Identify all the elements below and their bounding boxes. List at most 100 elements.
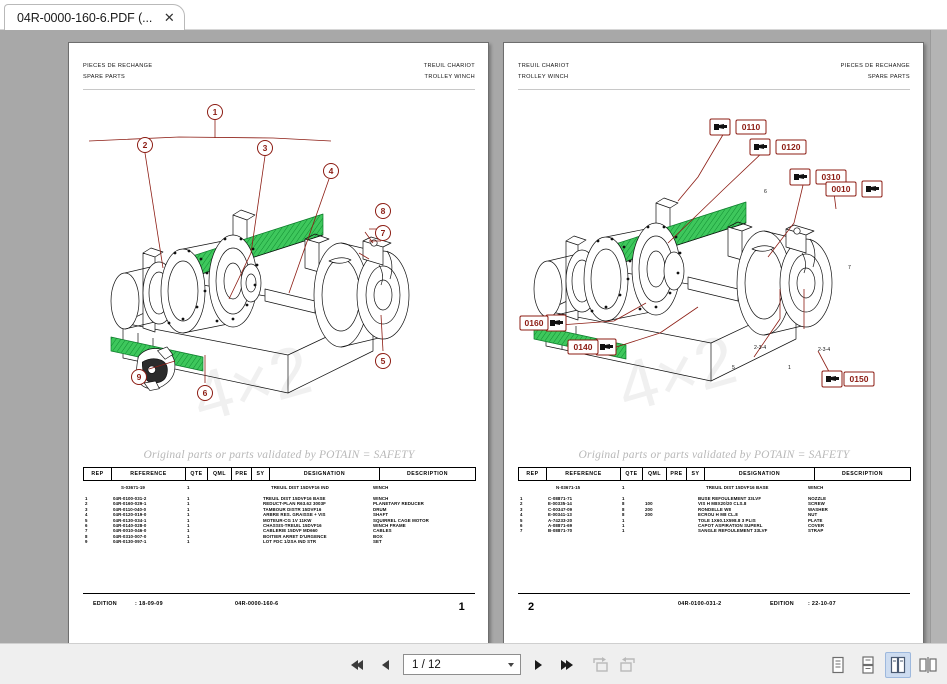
table-row: 8 04R-0310-007-0 1 BOITIER ARRET D'URGEN… — [83, 534, 475, 539]
svg-text:5: 5 — [381, 356, 386, 366]
cell-reference: 04R-0160-029-1 — [113, 501, 147, 507]
page-header: TREUIL CHARIOT TROLLEY WINCH PIECES DE R… — [518, 61, 910, 82]
header-line: TROLLEY WINCH — [424, 73, 475, 80]
cell-qte: 8 — [622, 506, 625, 512]
cell-designation: VIS H M8X20/20 CLS.8 — [698, 501, 747, 507]
cell-description: SHAFT — [373, 512, 389, 518]
cell-description: WASHER — [808, 506, 828, 512]
page-number-input[interactable]: 1 / 12 — [403, 654, 521, 675]
tag-label: 0110 — [742, 122, 761, 132]
cell-rep: 6 — [85, 522, 88, 528]
table-row: 4 04R-0120-019-0 1 ARBRE RES. GRAISSE + … — [83, 512, 475, 517]
header-line: TREUIL CHARIOT — [423, 63, 475, 69]
safety-tagline: Original parts or parts validated by POT… — [578, 449, 850, 461]
toolbar-corner — [929, 644, 947, 684]
close-icon[interactable]: ✕ — [163, 10, 175, 25]
table-title-row: N-03671-15 1 TREUIL DIST 15DVF16 BASE WI… — [518, 485, 910, 496]
next-page-button[interactable] — [527, 654, 549, 676]
tab-document[interactable]: 04R-0000-160-6.PDF (... ✕ — [4, 4, 186, 30]
rotate-counter-clockwise-button[interactable] — [617, 654, 639, 676]
cell-designation: CAPOT ASPIRATION SUPERL — [698, 522, 763, 528]
view-book-button[interactable] — [915, 652, 941, 678]
col-reference: REFERENCE — [111, 467, 186, 481]
table-row: 3 04R-0110-040-0 1 TAMBOUR DISTR 15DVF16… — [83, 507, 475, 512]
pdf-page-1[interactable]: PIECES DE RECHANGE SPARE PARTS TREUIL CH… — [68, 42, 489, 646]
cell-description: PLATE — [808, 517, 823, 523]
header-right-block: TREUIL CHARIOT TROLLEY WINCH — [424, 61, 475, 82]
table-title-row: S-03671-19 1 TREUIL DIST 15DVF16 IND WIN… — [83, 485, 475, 496]
parts-table: REP REFERENCE QTE QML PRE SY DESIGNATION… — [518, 467, 911, 481]
bottom-toolbar: 1 / 12 — [0, 643, 947, 684]
cell-rep: 5 — [85, 517, 88, 523]
edition-value: : 22-10-07 — [808, 601, 836, 607]
document-viewport[interactable]: PIECES DE RECHANGE SPARE PARTS TREUIL CH… — [0, 30, 947, 646]
cell-designation: BOITIER ARRET D'URGENCE — [263, 533, 327, 539]
header-line: SPARE PARTS — [867, 73, 910, 80]
parts-table-header-row: REP REFERENCE QTE QML PRE SY DESIGNATION… — [83, 467, 476, 481]
cell-reference: C-00347-09 — [548, 506, 573, 512]
svg-text:7: 7 — [381, 228, 386, 238]
cell-rep: 9 — [85, 539, 88, 545]
cell-qte: 8 — [622, 501, 625, 507]
chevron-down-icon[interactable] — [508, 662, 514, 667]
first-page-button[interactable] — [347, 654, 369, 676]
table-row: 7 04R-0010-046-0 1 CABLERIE 15DVF MD660 … — [83, 528, 475, 533]
cell-qte: 1 — [187, 528, 190, 534]
cell-qte: 8 — [622, 512, 625, 518]
svg-text:3: 3 — [263, 143, 268, 153]
cell-description: WINCH FRAME — [373, 522, 406, 528]
pdf-page-2[interactable]: TREUIL CHARIOT TROLLEY WINCH PIECES DE R… — [503, 42, 924, 646]
technical-drawing-tagged-view: 4×2 — [518, 93, 910, 445]
cell-description: WINCH — [808, 485, 824, 490]
svg-text:1: 1 — [213, 107, 218, 117]
document-code: 04R-0100-031-2 — [678, 601, 722, 607]
document-code: 04R-0000-160-6 — [235, 601, 279, 607]
tag-label: 0010 — [832, 184, 851, 194]
cell-designation: TAMBOUR DISTR 15DVF16 — [263, 506, 322, 512]
tag-label: 0150 — [850, 374, 869, 384]
view-two-page-button[interactable] — [885, 651, 911, 678]
cell-reference: B-08871-70 — [548, 528, 573, 534]
table-row: 2 04R-0160-029-1 1 REDUCT-PLAN R63.62 30… — [83, 501, 475, 506]
cell-reference: 04R-0140-028-0 — [113, 522, 147, 528]
header-line: TREUIL CHARIOT — [518, 63, 570, 69]
rotate-clockwise-button[interactable] — [589, 654, 611, 676]
vertical-scrollbar[interactable] — [930, 30, 947, 643]
view-continuous-button[interactable] — [855, 652, 881, 678]
cell-reference: S-03671-19 — [121, 485, 145, 490]
cell-designation: CABLERIE 15DVF MD660 — [263, 528, 318, 534]
page-number: 2 — [528, 601, 535, 613]
cell-reference: N-03671-15 — [556, 485, 581, 490]
header-right-block: PIECES DE RECHANGE SPARE PARTS — [841, 61, 910, 82]
cell-rep: 8 — [85, 533, 88, 539]
cell-qte: 1 — [622, 517, 625, 523]
last-page-button[interactable] — [555, 654, 577, 676]
cell-qte: 1 — [187, 517, 190, 523]
footer-divider — [518, 593, 910, 594]
cell-designation: BUSE REFOULEMENT 33LVF — [698, 496, 762, 501]
tab-label: 04R-0000-160-6.PDF (... — [17, 10, 153, 25]
cell-rep: 6 — [520, 522, 523, 528]
previous-page-button[interactable] — [375, 654, 397, 676]
leader-mark: 2-3-4 — [754, 345, 766, 351]
cell-rep: 1 — [85, 496, 88, 501]
col-designation: DESIGNATION — [269, 467, 380, 481]
edition-value: : 18-09-09 — [135, 601, 163, 607]
col-qml: QML — [207, 467, 232, 481]
table-row: 9 04R-0130-097-1 1 LOT FDC 1/2SA IND STR… — [83, 539, 475, 544]
cell-rep: 1 — [520, 496, 523, 501]
header-line: SPARE PARTS — [83, 73, 126, 80]
col-sy: SY — [686, 467, 705, 481]
page-footer: 2 04R-0100-031-2 EDITION : 22-10-07 — [518, 599, 910, 617]
technical-drawing-exploded-view: 4×2 — [83, 93, 475, 445]
svg-text:9: 9 — [137, 372, 142, 382]
view-single-page-button[interactable] — [825, 652, 851, 678]
cell-designation: CHASSIS-TREUIL 15DVF16 — [263, 522, 322, 528]
page-header: PIECES DE RECHANGE SPARE PARTS TREUIL CH… — [83, 61, 475, 82]
cell-qte: 1 — [187, 485, 190, 490]
table-row: 6 A-08871-69 1 CAPOT ASPIRATION SUPERL C… — [518, 523, 910, 528]
cell-reference: 04R-0110-040-0 — [113, 506, 147, 512]
table-row: 2 E-00335-14 8 100 VIS H M8X20/20 CLS.8 … — [518, 501, 910, 506]
col-description: DESCRIPTION — [379, 467, 476, 481]
